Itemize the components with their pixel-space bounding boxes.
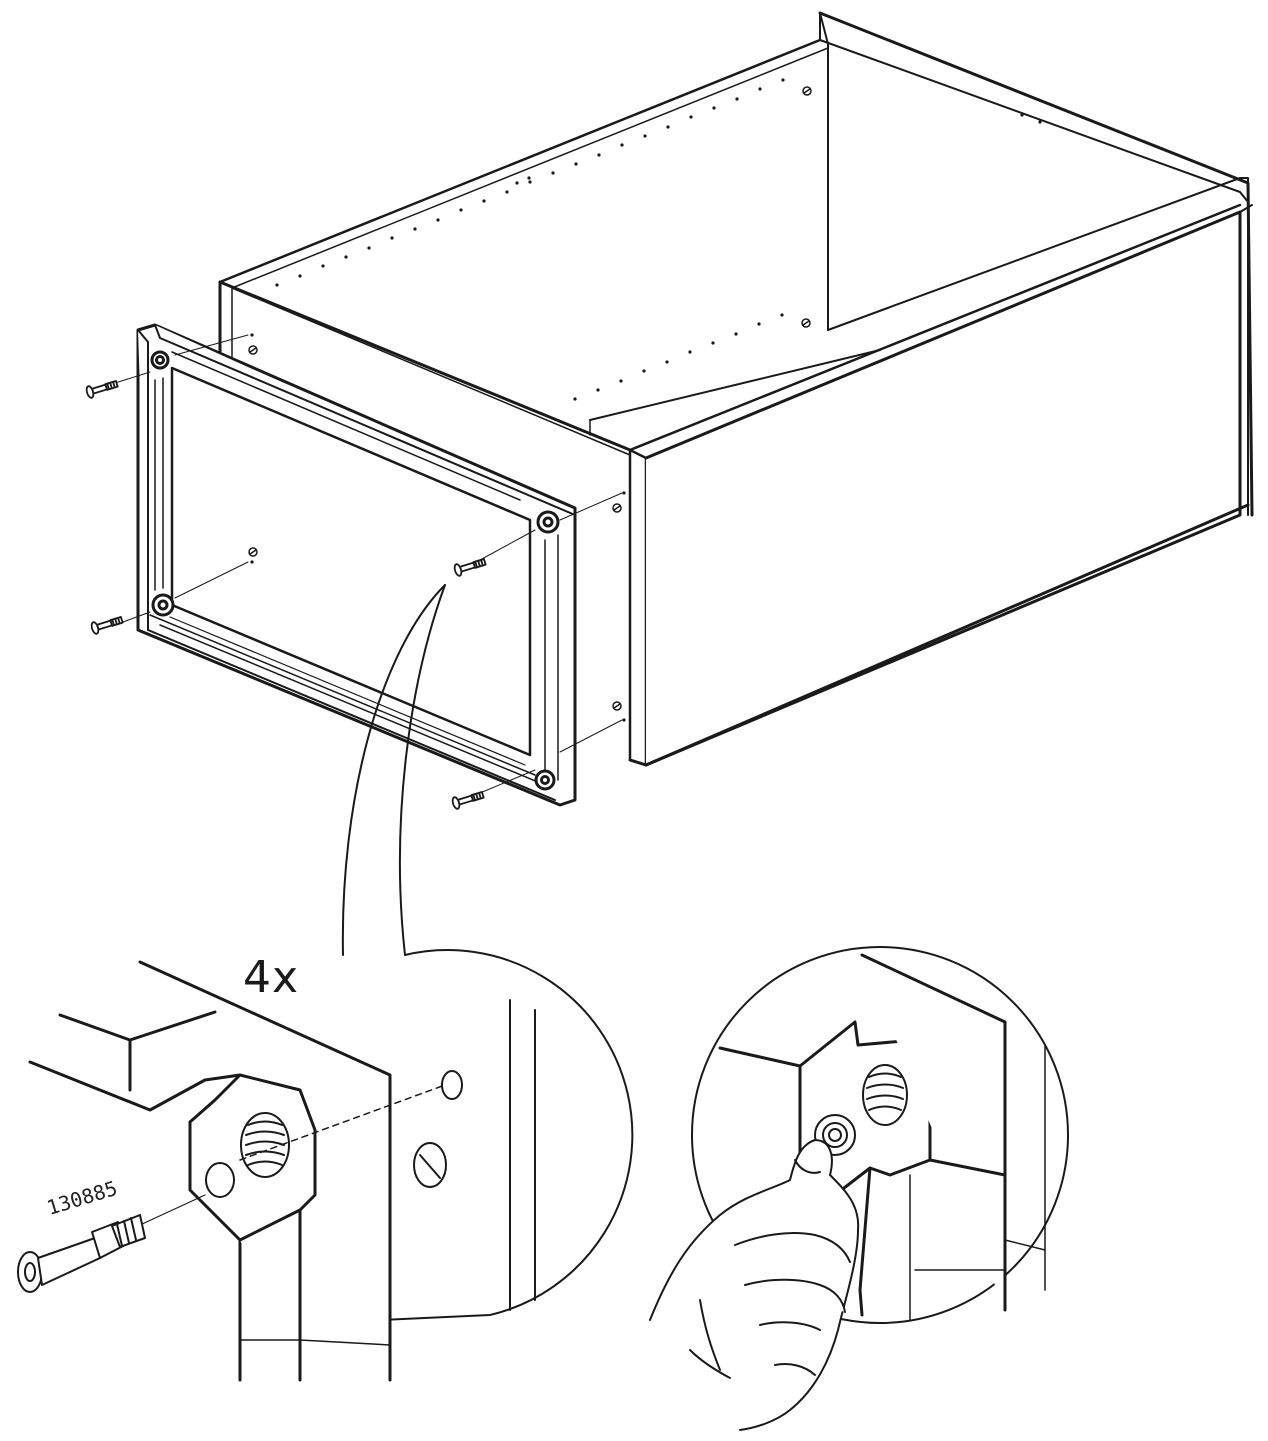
- drawer-cabinet: [218, 11, 1254, 767]
- quantity-label: 4x: [243, 952, 300, 1003]
- detail-callout-insert: [17, 949, 634, 1382]
- detail-callout-hand: [649, 946, 1069, 1431]
- hand-icon: [649, 1139, 860, 1431]
- screw-icon: [85, 380, 487, 810]
- threaded-insert-icon: [17, 1214, 146, 1293]
- front-mounting-frame: [136, 323, 577, 807]
